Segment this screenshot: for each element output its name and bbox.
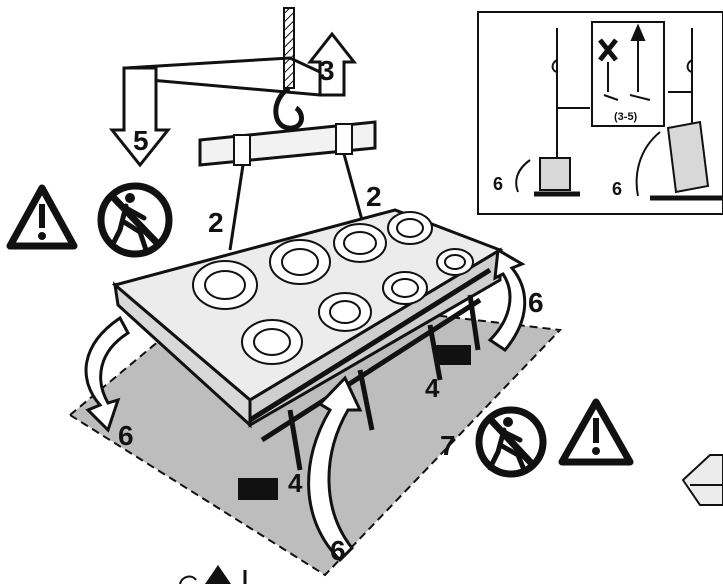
step-label-sling-right: 2 (366, 181, 382, 212)
inset-panel: 6 (3-5) 6 (477, 11, 723, 215)
forbidden-x-icon (598, 38, 618, 62)
crane-hook-icon (273, 7, 304, 131)
inset-step-left: 6 (493, 174, 503, 194)
no-pedestrian-icon (97, 182, 173, 258)
arrow-up-icon (306, 31, 358, 97)
condenser-unit (111, 208, 504, 500)
inset-step-right: 6 (612, 179, 622, 199)
warning-triangle-icon-2 (558, 398, 634, 466)
inset-unit-left (539, 157, 571, 191)
inset-rig-right (668, 28, 694, 130)
fan-array (192, 211, 474, 365)
foot-right (435, 345, 471, 365)
arrow-down-icon (108, 66, 172, 168)
inset-arrow-left-icon (515, 159, 531, 193)
partial-unit (681, 454, 723, 506)
foot-left (238, 478, 278, 500)
step-label-tip-front: 6 (330, 535, 346, 566)
no-crossing-icon (475, 406, 547, 478)
inset-unit-right (666, 120, 710, 194)
inset-detail-box (591, 21, 665, 127)
spreader-beam (198, 120, 377, 167)
curved-arrow-icon (84, 247, 527, 563)
step-label-sling-left: 2 (208, 207, 224, 238)
lifting-slings (228, 153, 364, 251)
spreader-movement-arrow (108, 31, 358, 168)
inset-rig-left (551, 28, 590, 160)
inset-arrow-right-icon (635, 131, 661, 197)
step-label-spreader-down: 5 (133, 125, 149, 156)
step-label-tip-left: 6 (118, 420, 134, 451)
step-label-foot-right: 4 (425, 373, 440, 403)
inset-range-label: (3-5) (614, 111, 638, 123)
step-label-foot-left: 4 (288, 468, 303, 498)
step-label-keep-clear: 7 (440, 430, 456, 461)
step-label-tip-right: 6 (528, 287, 544, 318)
step-label-spreader-up: 3 (319, 55, 335, 86)
partial-hook-icon (179, 565, 247, 584)
warning-triangle-icon (6, 184, 78, 250)
